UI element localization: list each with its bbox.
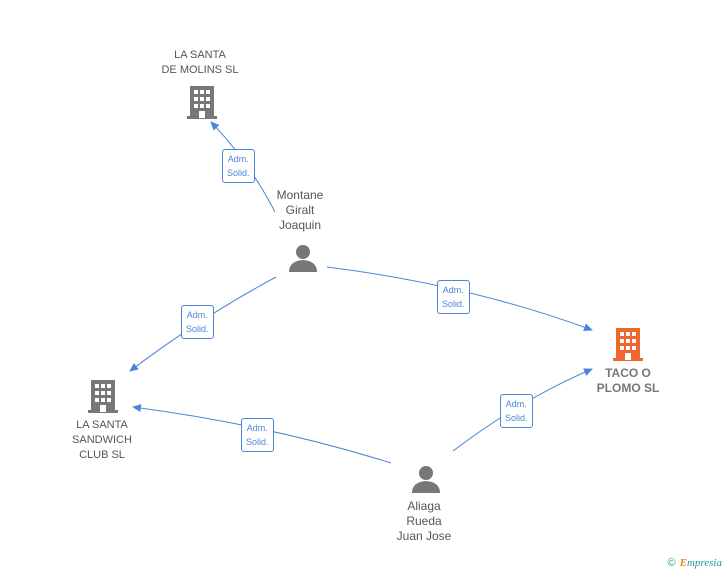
edge-label-montane-la-santa-sandwich: Adm.Solid. (181, 305, 214, 339)
edge-label-aliaga-taco-plomo: Adm.Solid. (500, 394, 533, 428)
empresia-logo: ©Empresia (667, 557, 723, 569)
person-icon[interactable] (410, 463, 442, 495)
edge-label-aliaga-la-santa-sandwich: Adm.Solid. (241, 418, 274, 452)
building-icon[interactable] (87, 378, 119, 414)
copyright-icon: © (667, 557, 676, 569)
edge-label-montane-taco-plomo: Adm.Solid. (437, 280, 470, 314)
building-icon[interactable] (186, 84, 218, 120)
person-icon[interactable] (287, 242, 319, 274)
edge-label-montane-la-santa-molins: Adm.Solid. (222, 149, 255, 183)
building-icon[interactable] (612, 326, 644, 362)
